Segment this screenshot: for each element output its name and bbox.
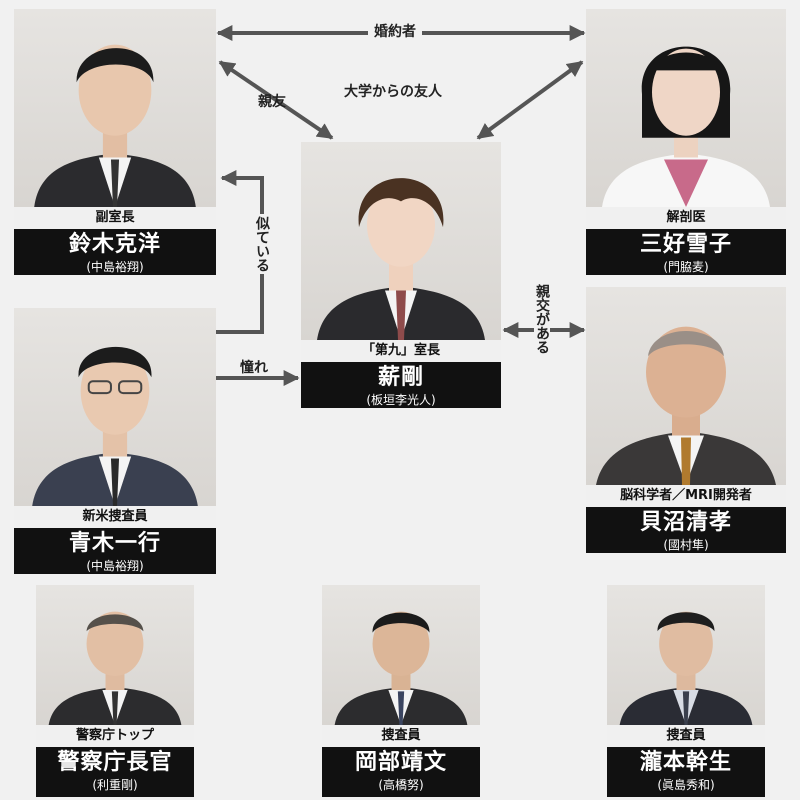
role-label: 捜査員	[322, 725, 480, 747]
label-resembles: 似ている	[254, 214, 270, 274]
character-name: 青木一行	[68, 531, 161, 556]
actor-name: (門脇麦)	[663, 260, 709, 274]
portrait-photo	[36, 585, 194, 725]
portrait-photo	[14, 308, 216, 506]
character-name: 貝沼清孝	[639, 510, 732, 535]
actor-name: (國村隼)	[663, 538, 709, 552]
role-label: 解剖医	[586, 207, 786, 229]
actor-name: (眞島秀和)	[657, 778, 715, 792]
character-name: 岡部靖文	[354, 750, 447, 775]
character-name: 三好雪子	[639, 232, 732, 257]
label-admires: 憧れ	[240, 360, 268, 376]
name-plate: 青木一行 (中島裕翔)	[14, 528, 216, 574]
actor-name: (利重剛)	[92, 778, 138, 792]
role-label: 捜査員	[607, 725, 765, 747]
actor-name: (中島裕翔)	[86, 559, 144, 573]
label-best-friend: 親友	[258, 94, 286, 110]
actor-name: (中島裕翔)	[86, 260, 144, 274]
label-engaged: 婚約者	[368, 24, 422, 40]
character-name: 瀧本幹生	[639, 750, 732, 775]
arrow-college-friend	[476, 60, 584, 140]
name-plate: 警察庁長官 (利重剛)	[36, 747, 194, 797]
character-name: 警察庁長官	[57, 750, 173, 775]
name-plate: 薪剛 (板垣李光人)	[301, 362, 501, 408]
character-name: 薪剛	[377, 365, 424, 390]
arrow-best-friend	[218, 60, 334, 140]
character-card-kainuma: 脳科学者／MRI開発者 貝沼清孝 (國村隼)	[586, 287, 786, 553]
portrait-photo	[607, 585, 765, 725]
name-plate: 岡部靖文 (高橋努)	[322, 747, 480, 797]
name-plate: 貝沼清孝 (國村隼)	[586, 507, 786, 553]
role-label: 脳科学者／MRI開発者	[586, 485, 786, 507]
name-plate: 瀧本幹生 (眞島秀和)	[607, 747, 765, 797]
name-plate: 三好雪子 (門脇麦)	[586, 229, 786, 275]
portrait-photo	[14, 9, 216, 207]
portrait-photo	[586, 9, 786, 207]
role-label: 警察庁トップ	[36, 725, 194, 747]
label-friendly: 親交がある	[534, 282, 550, 356]
portrait-photo	[322, 585, 480, 725]
character-card-suzuki: 副室長 鈴木克洋 (中島裕翔)	[14, 9, 216, 275]
role-label: 新米捜査員	[14, 506, 216, 528]
actor-name: (板垣李光人)	[366, 393, 436, 407]
character-card-miyoshi: 解剖医 三好雪子 (門脇麦)	[586, 9, 786, 275]
character-card-chokan: 警察庁トップ 警察庁長官 (利重剛)	[36, 585, 194, 797]
character-name: 鈴木克洋	[68, 232, 161, 257]
character-card-maki: 「第九」室長 薪剛 (板垣李光人)	[301, 142, 501, 408]
character-card-takimoto: 捜査員 瀧本幹生 (眞島秀和)	[607, 585, 765, 797]
name-plate: 鈴木克洋 (中島裕翔)	[14, 229, 216, 275]
character-card-aoki: 新米捜査員 青木一行 (中島裕翔)	[14, 308, 216, 574]
portrait-photo	[301, 142, 501, 340]
label-college-friend: 大学からの友人	[344, 84, 442, 100]
character-card-okabe: 捜査員 岡部靖文 (高橋努)	[322, 585, 480, 797]
role-label: 副室長	[14, 207, 216, 229]
portrait-photo	[586, 287, 786, 485]
actor-name: (高橋努)	[378, 778, 424, 792]
role-label: 「第九」室長	[301, 340, 501, 362]
